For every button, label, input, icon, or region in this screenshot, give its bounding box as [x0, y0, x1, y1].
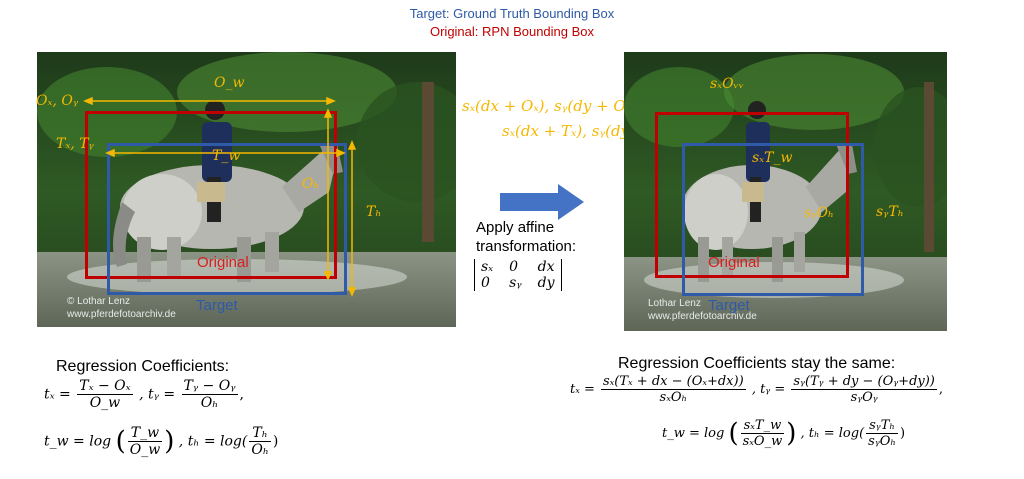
legend-target: Target: Ground Truth Bounding Box — [409, 6, 615, 21]
left-tx-label: tₓ = — [44, 386, 71, 403]
matrix-r1c2: 0 — [509, 259, 519, 275]
right-formula-heading: Regression Coefficients stay the same: — [618, 355, 896, 372]
right-tw-frac: sₓT_w sₓO_w — [740, 418, 785, 449]
right-th-num: sᵧTₕ — [866, 418, 899, 434]
left-ty-label: , tᵧ = — [139, 386, 176, 403]
right-tw-label: t_w = log — [662, 426, 725, 441]
left-ty-den: Oₕ — [200, 395, 219, 411]
right-tx-den: sₓOₕ — [659, 390, 688, 405]
label-original-right: Original — [708, 254, 760, 271]
left-formula-heading: Regression Coefficients: — [56, 358, 230, 375]
label-target-right: Target — [708, 297, 750, 314]
label-tw: T_w — [212, 148, 241, 164]
right-target-box — [682, 143, 864, 296]
left-watermark: © Lothar Lenz www.pferdefotoarchiv.de — [67, 296, 176, 320]
left-photo-scene — [37, 52, 456, 327]
right-photo-scene — [624, 52, 947, 331]
label-ow: O_w — [214, 75, 245, 91]
left-tx-frac: Tₓ − Oₓ O_w — [77, 378, 133, 411]
right-photo: Lothar Lenz www.pferdefotoarchiv.de — [624, 52, 947, 331]
legend-original: Original: RPN Bounding Box — [429, 24, 595, 39]
left-formula-line2: t_w = log ( T_w O_w ) , tₕ = log( Tₕ Oₕ … — [44, 425, 279, 458]
right-tw-num: sₓT_w — [740, 418, 785, 434]
left-th-den: Oₕ — [251, 442, 269, 458]
affine-text-line1: Apply affine — [476, 219, 555, 236]
left-tw-num: T_w — [127, 425, 163, 442]
right-watermark: Lothar Lenz www.pferdefotoarchiv.de — [648, 298, 757, 322]
right-th-den: sᵧOₕ — [868, 434, 897, 449]
right-ty-den: sᵧOᵧ — [850, 390, 878, 405]
left-tx-den: O_w — [89, 395, 121, 411]
left-ty-num: Tᵧ − Oᵧ — [181, 378, 238, 395]
affine-matrix: sₓ 0 dx 0 sᵧ dy — [474, 259, 562, 291]
left-th-num: Tₕ — [249, 425, 271, 442]
right-ty-frac: sᵧ(Tᵧ + dy − (Oᵧ+dy)) sᵧOᵧ — [791, 374, 937, 405]
right-tw-den: sₓO_w — [742, 434, 783, 449]
left-tw-den: O_w — [129, 442, 161, 458]
left-photo: © Lothar Lenz www.pferdefotoarchiv.de — [37, 52, 456, 327]
right-tx-label: tₓ = — [570, 382, 595, 397]
left-tw-label: t_w = log — [44, 433, 112, 450]
left-formula-line1: tₓ = Tₓ − Oₓ O_w , tᵧ = Tᵧ − Oᵧ Oₕ , — [44, 378, 244, 411]
left-ty-frac: Tᵧ − Oᵧ Oₕ — [181, 378, 238, 411]
affine-text-line2: transformation: — [476, 238, 577, 255]
right-ty-label: , tᵧ = — [751, 382, 786, 397]
matrix-r2c2: sᵧ — [509, 275, 522, 291]
right-original-box — [655, 112, 849, 278]
left-th-label: , tₕ = log( — [178, 433, 248, 450]
right-tx-num: sₓ(Tₓ + dx − (Oₓ+dx)) — [601, 374, 746, 390]
right-tx-frac: sₓ(Tₓ + dx − (Oₓ+dx)) sₓOₕ — [601, 374, 746, 405]
label-target-left: Target — [196, 297, 238, 314]
matrix-r1c3: dx — [537, 259, 555, 275]
left-tw-frac: T_w O_w — [127, 425, 163, 458]
label-sy-th: sᵧTₕ — [876, 204, 904, 220]
right-formula-line1: tₓ = sₓ(Tₓ + dx − (Oₓ+dx)) sₓOₕ , tᵧ = s… — [570, 374, 944, 405]
label-ox-oy: Oₓ, Oᵧ — [36, 93, 79, 109]
label-sy-oh: sᵧOₕ — [804, 205, 834, 221]
label-sx-ow: sₓOᵥᵥ — [710, 76, 745, 92]
left-tx-num: Tₓ − Oₓ — [77, 378, 133, 395]
label-tx-ty: Tₓ, Tᵧ — [56, 136, 94, 152]
label-original-left: Original — [197, 254, 249, 271]
transform-arrow — [500, 184, 584, 220]
right-th-frac: sᵧTₕ sᵧOₕ — [866, 418, 899, 449]
label-oh: Oₕ — [302, 176, 320, 192]
matrix-r1c1: sₓ — [481, 259, 494, 275]
label-th: Tₕ — [366, 204, 382, 220]
matrix-r2c1: 0 — [481, 275, 490, 291]
matrix-r2c3: dy — [537, 275, 555, 291]
affine-text: Apply affine transformation: — [476, 218, 576, 256]
label-sx-tw: sₓT_w — [752, 150, 793, 166]
right-th-label: , tₕ = log( — [800, 426, 865, 441]
right-formula-line2: t_w = log ( sₓT_w sₓO_w ) , tₕ = log( sᵧ… — [662, 418, 906, 449]
left-target-box — [107, 143, 347, 295]
left-th-frac: Tₕ Oₕ — [249, 425, 271, 458]
left-original-box — [85, 111, 337, 279]
right-ty-num: sᵧ(Tᵧ + dy − (Oᵧ+dy)) — [791, 374, 937, 390]
transform-label-line1: sₓ(dx + Oₓ), sᵧ(dy + Oᵧ) — [462, 97, 638, 115]
